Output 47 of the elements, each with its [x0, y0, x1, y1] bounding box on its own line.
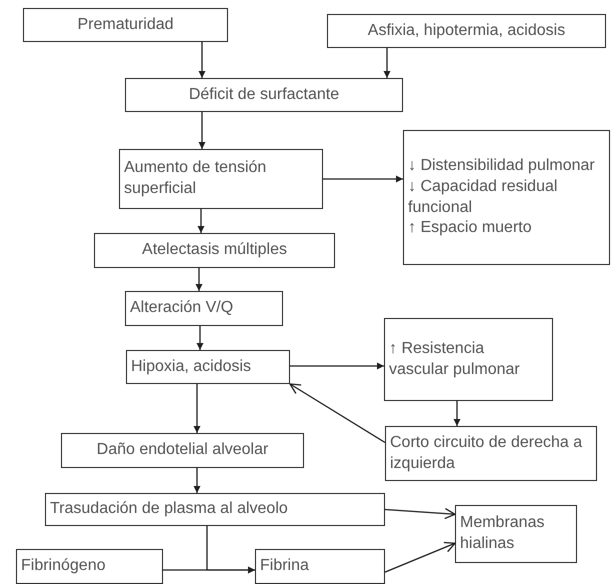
arrow	[163, 566, 255, 574]
box-text: ↓ Distensibilidad pulmonar	[408, 156, 595, 176]
box-text: Corto circuito de derecha a izquierda	[390, 432, 584, 474]
process-box	[23, 8, 228, 42]
box-text: Asfixia, hipotermia, acidosis	[368, 20, 566, 41]
box-text: Daño endotelial alveolar	[96, 440, 268, 460]
arrow	[454, 401, 460, 426]
process-box	[126, 350, 290, 384]
box-text: Fibrinógeno	[21, 556, 106, 576]
process-box	[45, 493, 385, 526]
arrow	[289, 383, 386, 444]
arrow	[384, 542, 456, 573]
process-box	[125, 291, 283, 326]
arrow	[198, 112, 206, 149]
process-box	[455, 505, 577, 563]
box-text: Alteración V/Q	[130, 298, 234, 318]
arrow	[384, 508, 456, 520]
box-text: ↓ Capacidad residual funcional	[408, 176, 558, 218]
box-text: Membranas hialinas	[460, 513, 546, 554]
arrow	[196, 326, 204, 350]
process-box	[119, 149, 323, 209]
process-box	[125, 78, 403, 112]
box-text: Trasudación de plasma al alveolo	[50, 499, 288, 520]
process-box	[327, 14, 606, 48]
process-box	[16, 549, 163, 584]
arrow	[323, 176, 403, 182]
box-text: Prematuridad	[77, 14, 174, 35]
process-box	[403, 130, 610, 265]
arrow	[194, 384, 200, 433]
box-text: Déficit de surfactante	[188, 84, 340, 105]
arrow	[290, 362, 384, 370]
process-box	[385, 426, 597, 481]
arrow	[384, 48, 390, 78]
box-text: Aumento de tensión superficial	[124, 158, 268, 199]
process-box	[94, 233, 335, 268]
box-text: Fibrina	[260, 556, 309, 576]
arrow	[196, 268, 202, 291]
process-box	[384, 318, 553, 401]
process-box	[61, 433, 304, 468]
box-text: ↑ Espacio muerto	[408, 218, 532, 238]
process-box	[255, 549, 385, 584]
box-text: ↑ Resistencia vascular pulmonar	[389, 338, 521, 380]
arrow	[198, 209, 204, 233]
arrow	[194, 468, 200, 493]
box-text: Atelectasis múltiples	[142, 240, 287, 260]
box-text: Hipoxia, acidosis	[131, 356, 252, 377]
arrow	[198, 42, 206, 78]
